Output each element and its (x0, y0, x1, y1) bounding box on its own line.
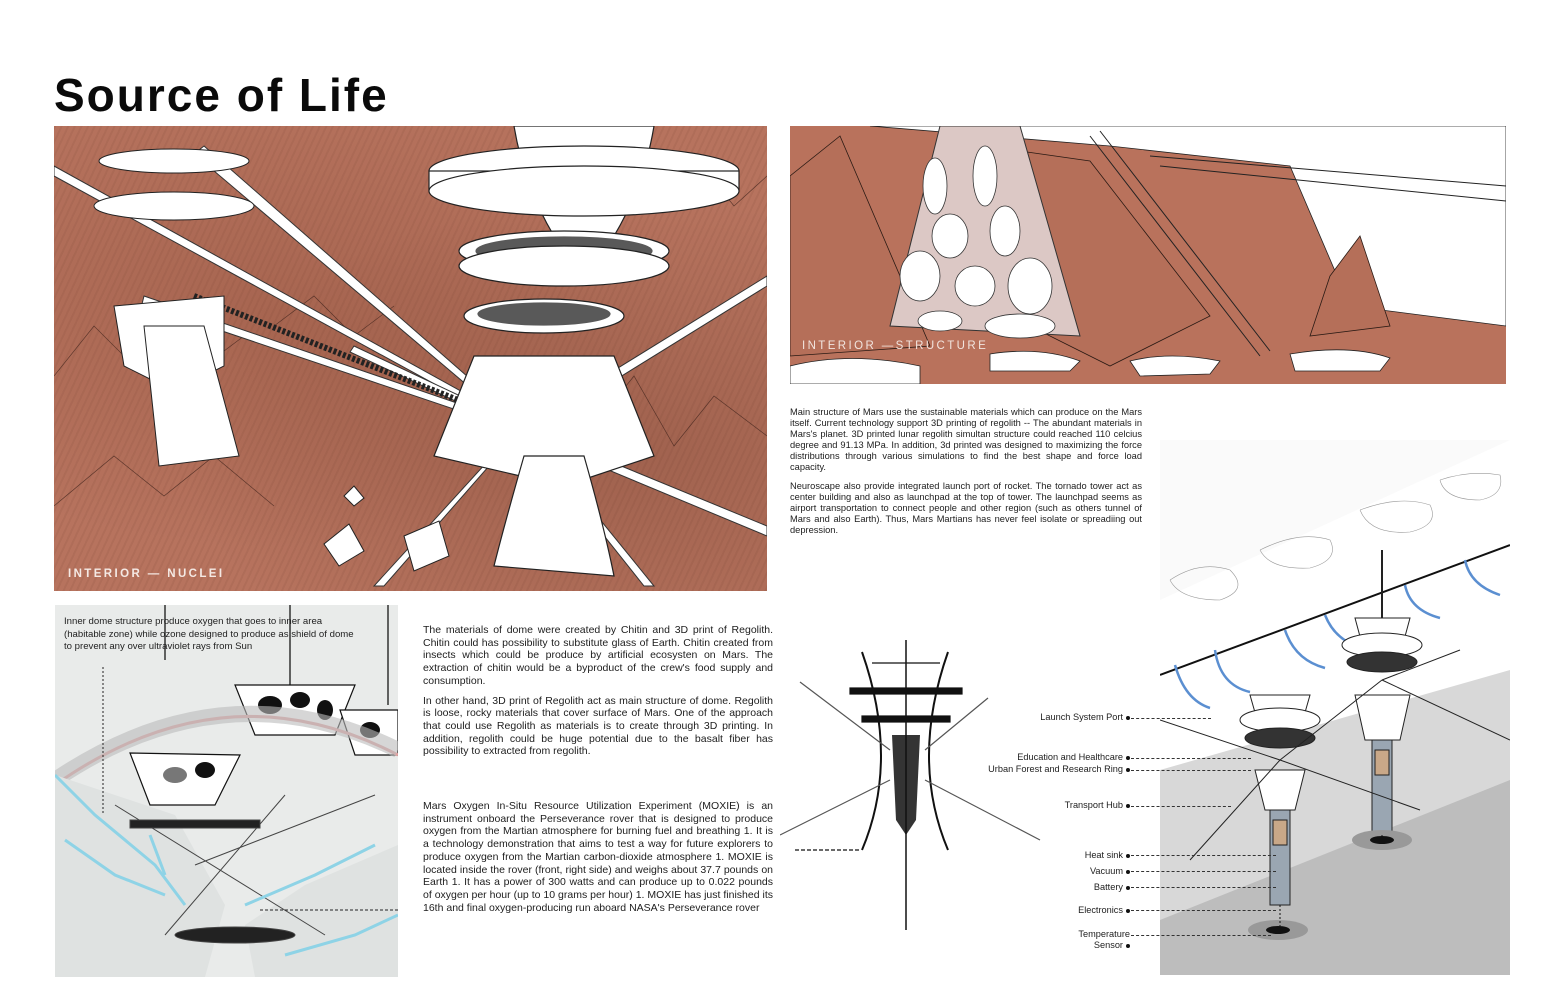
dome-paragraph-2: In other hand, 3D print of Regolith act … (423, 694, 773, 758)
structure-label: INTERIOR —STRUCTURE (802, 340, 989, 352)
strut-ll (780, 779, 891, 836)
callout-transport-hub: Transport Hub (1065, 800, 1130, 811)
elevation-drawing (780, 640, 1041, 930)
rock-right (245, 845, 398, 977)
structure-drawing (790, 126, 1506, 384)
suspension-rods (164, 605, 389, 705)
leader-vacuum (1131, 871, 1276, 872)
interior-structure-illustration: INTERIOR —STRUCTURE (790, 126, 1506, 384)
leader-launch-system-port (1131, 718, 1211, 719)
dome-paragraph-1: The materials of dome were created by Ch… (423, 624, 773, 687)
callout-vacuum: Vacuum (1090, 866, 1130, 877)
dome-shell (55, 706, 398, 787)
rock-left (55, 775, 225, 977)
ceiling-pattern (1169, 473, 1502, 601)
structure-paragraph-2: Neuroscape also provide integrated launc… (790, 480, 1142, 535)
callout-temperature-sensor: Temperature Sensor (1078, 929, 1130, 950)
central-tower (428, 126, 740, 577)
water-channels (55, 773, 398, 957)
ground-pods (790, 349, 1391, 384)
transit-line (1160, 544, 1510, 676)
strut-lr (924, 779, 1041, 841)
leader-heat-sink (1131, 855, 1276, 856)
strut-ur (924, 697, 989, 751)
dome-materials-description: The materials of dome were created by Ch… (423, 624, 773, 758)
deck-2 (861, 715, 951, 723)
tower-right (1341, 550, 1423, 836)
diagonal-beams (1089, 130, 1506, 357)
tower-elevation-drawing (780, 640, 1050, 980)
callout-education-healthcare: Education and Healthcare (1017, 752, 1130, 763)
ground-surface (1160, 780, 1510, 975)
nuclei-label: INTERIOR — NUCLEI (68, 568, 225, 580)
callout-battery: Battery (1094, 882, 1130, 893)
inner-structure (114, 794, 376, 944)
tower-callouts: Launch System Port Education and Healthc… (960, 700, 1130, 990)
leader-transport-hub (1131, 806, 1231, 807)
tower-perspective-illustration (1160, 440, 1510, 975)
leader-temperature-sensor (1131, 935, 1271, 936)
dome-drawing (55, 605, 398, 977)
interior-nuclei-illustration: INTERIOR — NUCLEI (54, 126, 767, 591)
dome-section-illustration: Inner dome structure produce oxygen that… (55, 605, 398, 977)
leader-education-healthcare (1131, 758, 1251, 759)
leader-urban-forest-ring (1131, 770, 1251, 771)
left-hull (861, 651, 882, 851)
pods (323, 485, 450, 572)
leader-electronics (1131, 910, 1276, 911)
deck-1 (849, 687, 963, 695)
tower-left (1239, 694, 1321, 906)
structure-description: Main structure of Mars use the sustainab… (790, 407, 1142, 536)
page-title: Source of Life (54, 69, 389, 121)
structure-paragraph-1: Main structure of Mars use the sustainab… (790, 407, 1142, 473)
moxie-description: Mars Oxygen In-Situ Resource Utilization… (423, 800, 773, 914)
callout-electronics: Electronics (1078, 905, 1130, 916)
leader-battery (1131, 887, 1276, 888)
right-hull (928, 651, 949, 851)
nuclei-drawing (54, 126, 767, 587)
tower-drawing (1160, 440, 1510, 975)
core-machinery (892, 735, 920, 835)
left-tower (93, 148, 255, 467)
radial-struts (1160, 649, 1510, 861)
callout-urban-forest-ring: Urban Forest and Research Ring (988, 764, 1130, 775)
dome-caption: Inner dome structure produce oxygen that… (64, 616, 354, 653)
strut-ul (799, 681, 891, 751)
lattice-openings (899, 145, 1056, 339)
moxie-paragraph: Mars Oxygen In-Situ Resource Utilization… (423, 800, 773, 914)
callout-heat-sink: Heat sink (1085, 850, 1130, 861)
callout-launch-system-port: Launch System Port (1040, 712, 1130, 723)
